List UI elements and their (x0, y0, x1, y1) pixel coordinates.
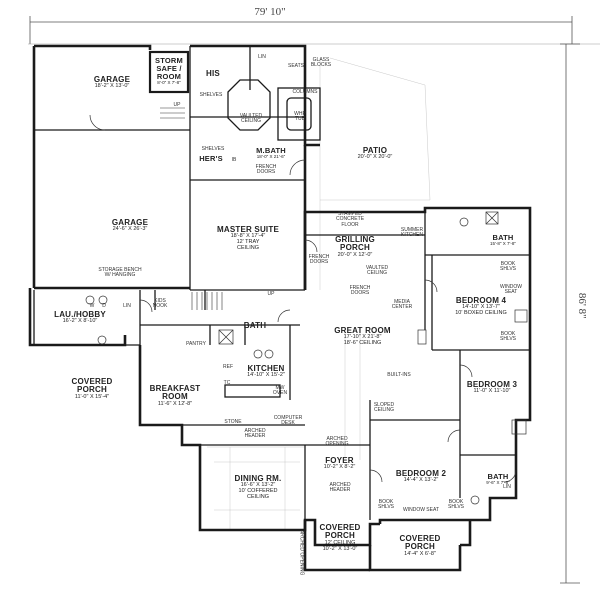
bath-se-label: BATH 9'-6" X 7'-8" (486, 472, 510, 485)
grilling-porch-label: GRILLING PORCH 20'-0" X 12'-0" (335, 235, 375, 258)
columns-note: COLUMNS (292, 89, 318, 95)
lin-note-bath: LIN (503, 484, 511, 490)
lin-note-master: LIN (258, 54, 266, 60)
master-suite-label: MASTER SUITE 18'-8" X 17'-4" 12' TRAY CE… (217, 225, 279, 251)
exterior-walls (28, 44, 532, 572)
dimension-lines (28, 16, 600, 584)
interior-walls (33, 46, 530, 520)
window-seat-note-b2: WINDOW SEAT (402, 507, 439, 513)
covered-porch-south-label: COVERED PORCH 12' CEILING 10'-2" X 13'-0… (319, 523, 361, 552)
bedroom-4-label: BEDROOM 4 14'-10" X 13'-7" 10' BOXED CEI… (455, 296, 507, 317)
great-room-label: GREAT ROOM 17'-10" X 21'-8" 18'-6" CEILI… (334, 326, 391, 347)
seats-note: SEATS (287, 63, 305, 69)
overall-depth: 86' 8" (575, 292, 588, 319)
pantry-note: PANTRY (186, 341, 206, 347)
washer-note: W (89, 303, 95, 309)
shelves-note-his: SHELVES (199, 92, 223, 98)
breakfast-room-label: BREAKFAST ROOM 11'-6" X 12'-8" (149, 384, 201, 407)
patio-label: PATIO 20'-0" X 20'-0" (357, 146, 393, 161)
built-ins-note: BUILT-INS (387, 372, 411, 378)
garage-2-label: GARAGE 24'-6" X 26'-3" (111, 218, 149, 233)
shelves-note-hers: SHELVES (201, 146, 225, 152)
covered-porch-se-label: COVERED PORCH 14'-4" X 6'-8" (399, 534, 441, 557)
storm-room-label: STORM SAFE / ROOM 8'-0" X 7'-8" (155, 56, 183, 85)
arched-opening-note-porch: ARCHED OPENING (298, 529, 305, 576)
ib-note: IB (231, 157, 237, 163)
his-closet-label: HIS (206, 69, 220, 78)
fixtures (85, 211, 528, 505)
tc-note: TC (223, 380, 231, 386)
stair-up-note-1: UP (173, 102, 181, 108)
bedroom-3-label: BEDROOM 3 11'-0" X 11'-10" (466, 380, 518, 395)
garage-1-label: GARAGE 18'-2" X 13'-0" (93, 75, 131, 90)
kitchen-label: KITCHEN 14'-10" X 15'-2" (247, 364, 285, 379)
lin-note-laundry: LIN (123, 303, 131, 309)
bath-ne-label: BATH 15'-8" X 7'-8" (490, 233, 516, 246)
bedroom-2-label: BEDROOM 2 14'-4" X 13'-2" (395, 469, 447, 484)
stair-up-note-2: UP (267, 291, 275, 297)
overall-width: 79' 10" (254, 6, 286, 18)
covered-porch-west-label: COVERED PORCH 11'-0" X 15'-4" (71, 377, 113, 400)
master-bath-label: M.BATH 18'-0" X 21'-6" (256, 146, 286, 159)
foyer-label: FOYER 10'-2" X 8'-2" (323, 456, 356, 471)
stairs (160, 107, 223, 310)
patio-grid (207, 57, 431, 530)
dining-room-label: DINING RM. 16'-6" X 13'-2" 10' COFFERED … (234, 474, 282, 500)
stone-note: STONE (224, 419, 242, 425)
hers-closet-label: HER'S (199, 154, 223, 163)
bath-mid-label: BATH (243, 321, 267, 330)
laundry-hobby-label: LAU./HOBBY 16'-2" X 8'-10" (54, 310, 106, 325)
dryer-note: D (102, 303, 106, 309)
door-swings (89, 114, 517, 483)
refrigerator-note: REF (223, 364, 233, 370)
